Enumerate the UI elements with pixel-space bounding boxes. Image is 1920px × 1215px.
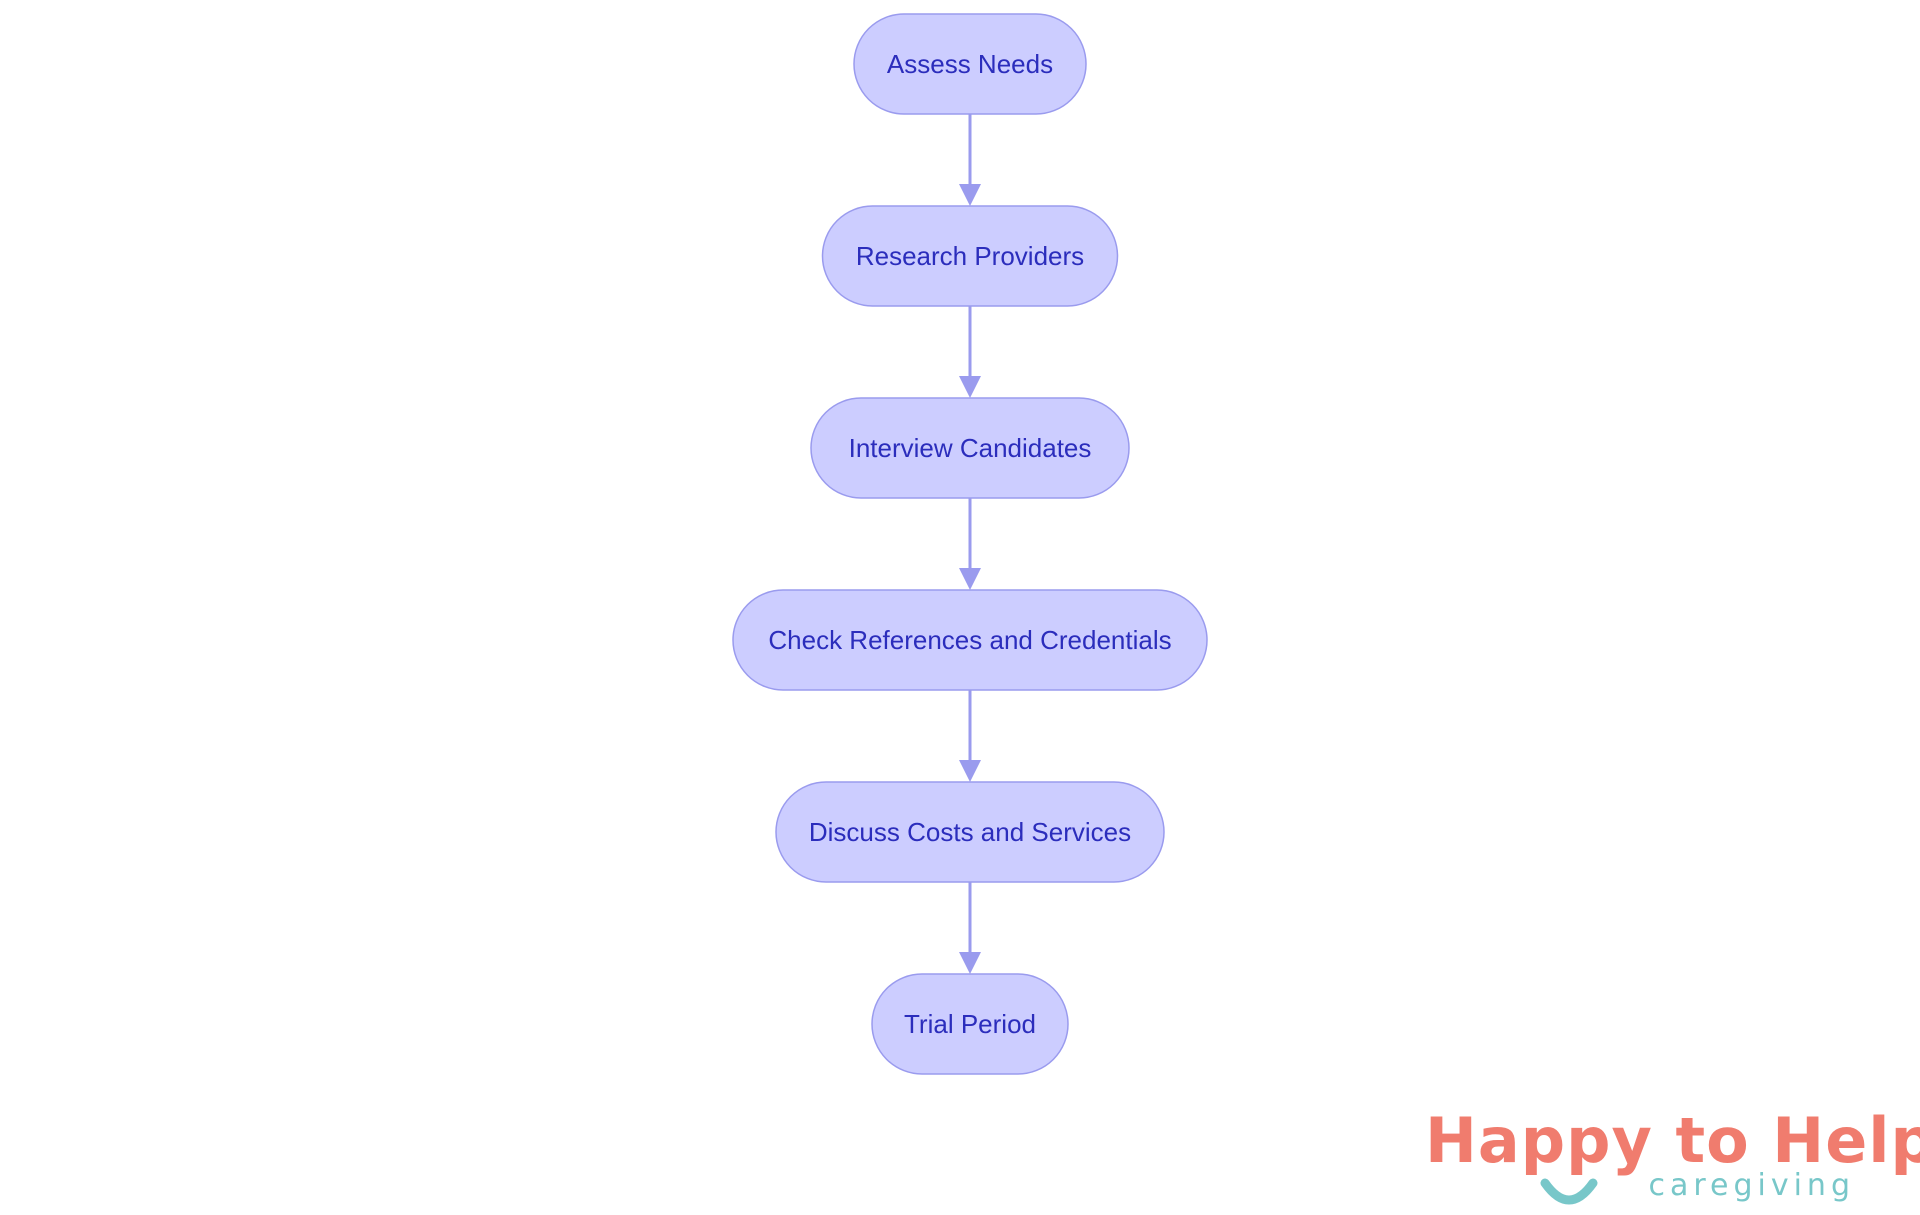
- edge-assess-needs-to-research-providers: [959, 114, 981, 206]
- node-label: Discuss Costs and Services: [809, 817, 1131, 847]
- edge-check-references-to-discuss-costs: [959, 690, 981, 782]
- arrowhead-icon: [959, 568, 981, 590]
- node-research-providers: Research Providers: [821, 205, 1119, 307]
- arrowhead-icon: [959, 376, 981, 398]
- node-box: [810, 397, 1130, 499]
- edge-interview-candidates-to-check-references: [959, 498, 981, 590]
- logo-name: Happy to Help: [1425, 1104, 1920, 1177]
- node-label: Assess Needs: [887, 49, 1053, 79]
- node-trial-period: Trial Period: [871, 973, 1069, 1075]
- node-box: [871, 973, 1069, 1075]
- logo-tagline: caregiving: [1648, 1168, 1855, 1203]
- arrowhead-icon: [959, 952, 981, 974]
- edges-layer: [959, 114, 981, 974]
- node-assess-needs: Assess Needs: [853, 13, 1087, 115]
- brand-logo: Happy to Help caregiving: [1425, 1105, 1920, 1210]
- edge-discuss-costs-to-trial-period: [959, 882, 981, 974]
- node-box: [775, 781, 1165, 883]
- arrowhead-icon: [959, 760, 981, 782]
- node-box: [853, 13, 1087, 115]
- node-box: [821, 205, 1119, 307]
- node-label: Research Providers: [856, 241, 1084, 271]
- node-box: [732, 589, 1208, 691]
- node-discuss-costs: Discuss Costs and Services: [775, 781, 1165, 883]
- node-check-references: Check References and Credentials: [732, 589, 1208, 691]
- smile-icon: [1540, 1178, 1598, 1205]
- node-interview-candidates: Interview Candidates: [810, 397, 1130, 499]
- node-label: Interview Candidates: [849, 433, 1092, 463]
- node-label: Trial Period: [904, 1009, 1036, 1039]
- arrowhead-icon: [959, 184, 981, 206]
- node-label: Check References and Credentials: [768, 625, 1171, 655]
- edge-research-providers-to-interview-candidates: [959, 306, 981, 398]
